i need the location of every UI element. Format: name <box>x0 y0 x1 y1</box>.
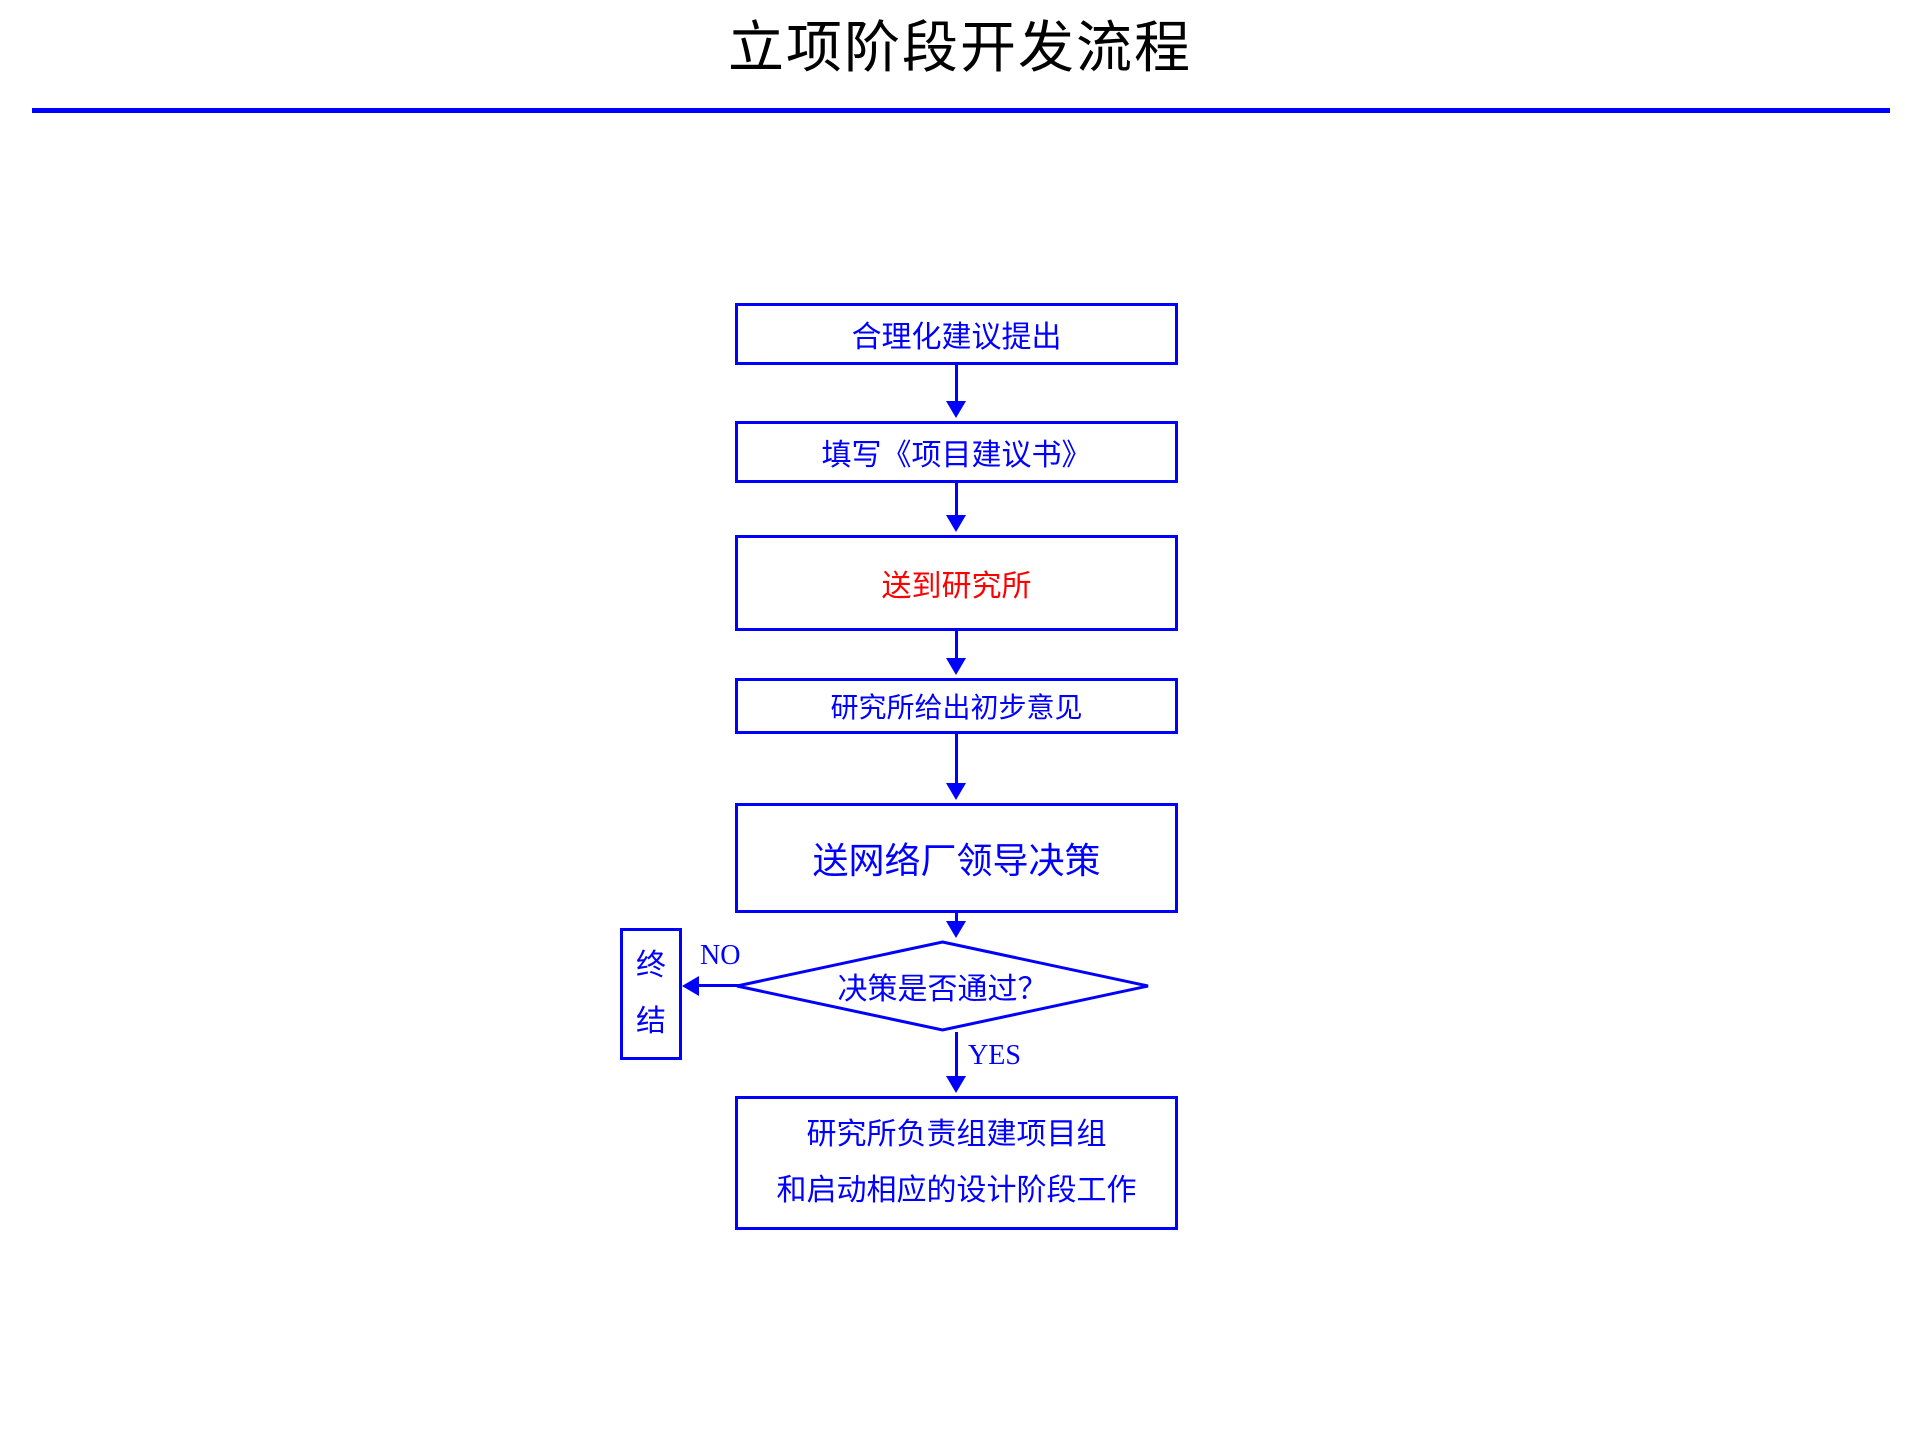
connector-sendinst-to-opinion <box>955 631 958 661</box>
arrowhead-down-icon <box>946 401 966 418</box>
title-divider <box>32 108 1890 113</box>
connector-writeup-to-sendinst <box>955 483 958 518</box>
flow-node-write-proposal-document[interactable]: 填写《项目建议书》 <box>735 421 1178 483</box>
flow-node-write-proposal-document-label: 填写《项目建议书》 <box>821 439 1092 472</box>
flow-node-terminate[interactable]: 终 结 <box>620 928 682 1060</box>
page-title: 立项阶段开发流程 <box>728 18 1192 80</box>
flow-node-proposal[interactable]: 合理化建议提出 <box>735 303 1178 365</box>
flow-node-terminate-label-line1: 终 <box>636 949 666 983</box>
arrowhead-down-icon <box>946 658 966 675</box>
flow-node-institute-preliminary-opinion[interactable]: 研究所给出初步意见 <box>735 678 1178 734</box>
connector-proposal-to-writeup <box>955 365 958 404</box>
arrowhead-down-icon <box>946 515 966 532</box>
edge-label-no: NO <box>700 940 741 971</box>
arrowhead-down-icon <box>946 921 966 938</box>
connector-leaders-to-decision <box>955 913 958 923</box>
flow-node-send-to-factory-leaders[interactable]: 送网络厂领导决策 <box>735 803 1178 913</box>
flow-node-form-project-team-label-line1: 研究所负责组建项目组 <box>806 1118 1107 1151</box>
flow-node-send-to-institute-label: 送到研究所 <box>881 570 1032 603</box>
connector-decision-to-end-no <box>695 984 742 987</box>
flow-node-terminate-label-line2: 结 <box>636 1004 666 1038</box>
flow-node-institute-preliminary-opinion-label: 研究所给出初步意见 <box>830 693 1083 724</box>
connector-decision-to-final-yes <box>955 1032 958 1079</box>
arrowhead-left-icon <box>682 976 699 996</box>
arrowhead-down-icon <box>946 1076 966 1093</box>
flow-node-proposal-label: 合理化建议提出 <box>851 321 1062 354</box>
flow-node-decision-approved[interactable]: 决策是否通过？ <box>735 940 1150 1032</box>
arrowhead-down-icon <box>946 783 966 800</box>
diamond-shape-icon <box>736 940 1149 1032</box>
connector-opinion-to-leaders <box>955 734 958 786</box>
edge-label-yes: YES <box>968 1040 1021 1071</box>
flow-node-decision-approved-label: 决策是否通过？ <box>837 973 1048 1006</box>
flow-node-send-to-institute[interactable]: 送到研究所 <box>735 535 1178 631</box>
flow-node-send-to-factory-leaders-label: 送网络厂领导决策 <box>812 841 1101 881</box>
flow-node-form-project-team[interactable]: 研究所负责组建项目组 和启动相应的设计阶段工作 <box>735 1096 1178 1230</box>
flow-node-form-project-team-label-line2: 和启动相应的设计阶段工作 <box>776 1174 1137 1207</box>
